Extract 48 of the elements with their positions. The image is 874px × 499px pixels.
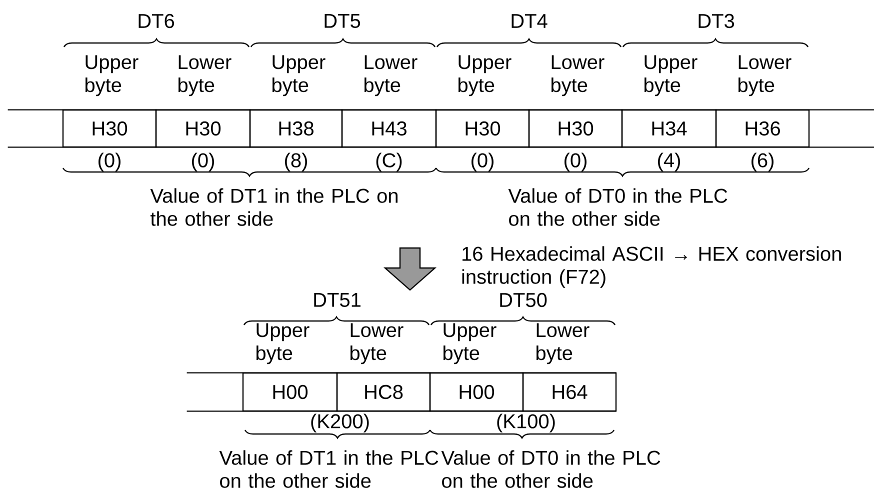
block-arrow [383, 247, 437, 291]
memory-cell: H30 [435, 109, 530, 148]
memory-cell: H64 [522, 372, 617, 412]
memory-cell: H30 [155, 109, 251, 148]
byte-heading: Upper byte [458, 55, 512, 96]
conversion-note: 16 Hexadecimal ASCII → HEX conversion instruction (F72) [462, 246, 841, 288]
memory-strip [7, 109, 874, 148]
byte-heading: Upper byte [256, 323, 310, 364]
byte-heading: Lower byte [364, 55, 418, 96]
memory-cell: H34 [621, 109, 717, 148]
memory-cell: H36 [715, 109, 810, 148]
memory-cell: HC8 [336, 372, 431, 412]
decimal-value: (0) [98, 152, 120, 172]
value-description: Value of DT0 in the PLC on the other side [508, 188, 728, 226]
register-label: DT6 [138, 14, 174, 28]
byte-heading: Lower byte [552, 55, 604, 96]
byte-heading: Lower byte [350, 323, 404, 364]
memory-cell: H00 [242, 372, 338, 412]
decimal-value: (8) [285, 152, 307, 172]
register-label: DT5 [324, 14, 360, 28]
decimal-value: (4) [658, 152, 680, 172]
value-description: Value of DT1 in the PLC on the other side [219, 450, 438, 488]
register-label: DT4 [512, 14, 548, 28]
byte-heading: Upper byte [86, 55, 138, 96]
byte-heading: Lower byte [178, 55, 232, 96]
value-description: Value of DT0 in the PLC on the other side [441, 450, 660, 488]
byte-heading: Lower byte [536, 323, 590, 364]
byte-heading: Upper byte [444, 323, 496, 364]
byte-heading: Upper byte [272, 55, 326, 96]
memory-cell: H43 [341, 109, 437, 148]
memory-cell: H00 [429, 372, 524, 412]
byte-heading: Upper byte [644, 55, 698, 96]
decimal-value: (6) [752, 152, 774, 172]
decimal-value: (C) [376, 152, 402, 172]
byte-heading: Lower byte [738, 55, 792, 96]
decimal-value: (K200) [311, 414, 369, 432]
decimal-value: (0) [564, 152, 586, 172]
memory-cell: H38 [249, 109, 343, 148]
decimal-value: (K100) [497, 414, 555, 432]
register-label: DT51 [314, 293, 360, 307]
decimal-value: (0) [192, 152, 214, 172]
register-label: DT50 [500, 292, 547, 308]
register-label: DT3 [698, 14, 734, 28]
memory-cell: H30 [62, 109, 157, 148]
decimal-value: (0) [472, 152, 494, 172]
memory-cell: H30 [528, 109, 623, 148]
value-description: Value of DT1 in the PLC on the other side [150, 188, 398, 226]
memory-strip [186, 372, 617, 412]
